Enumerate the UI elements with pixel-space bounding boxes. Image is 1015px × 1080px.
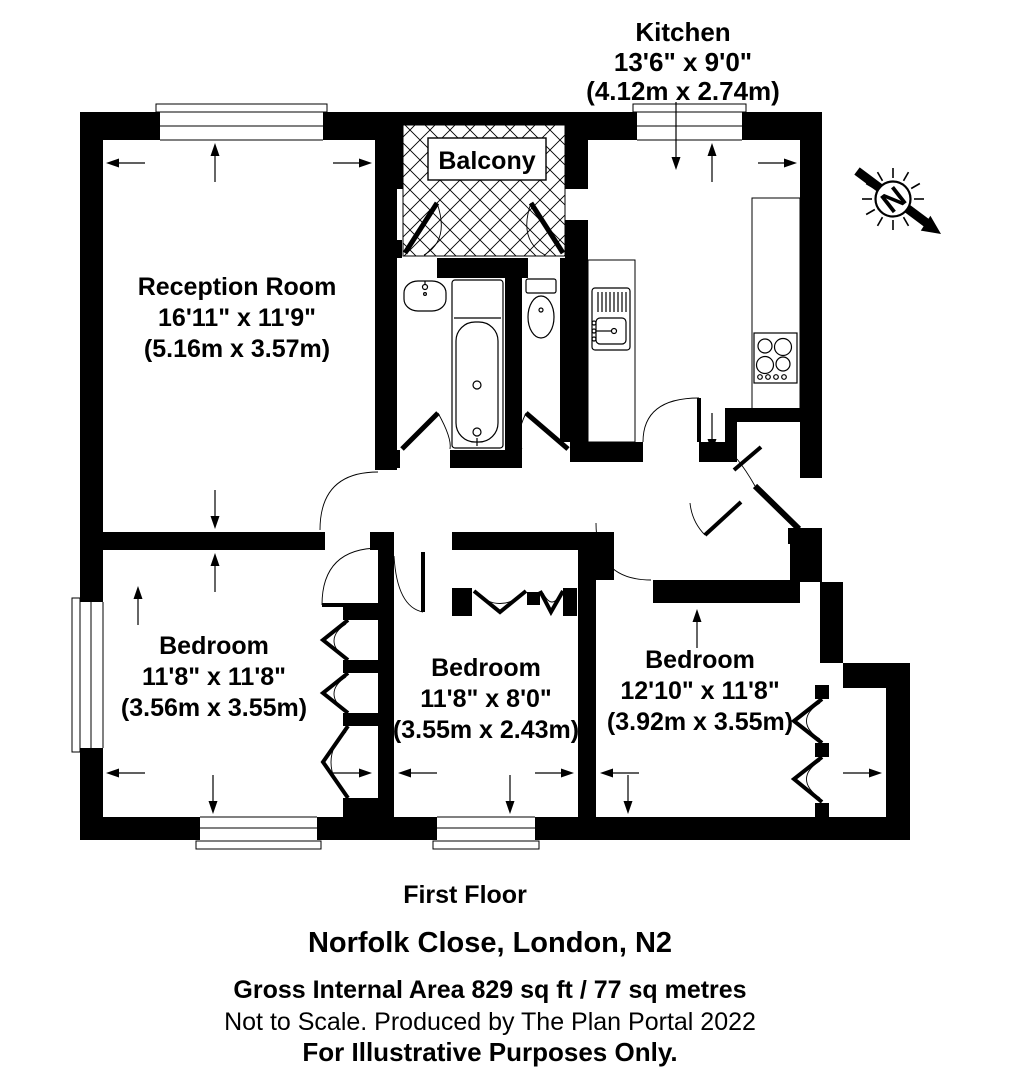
- window-kitchen-top: [632, 103, 747, 141]
- balcony-door-right: [528, 201, 566, 255]
- door-kitchen: [642, 397, 701, 443]
- balcony-label: Balcony: [438, 147, 535, 175]
- kitchen-label: Kitchen 13'6" x 9'0" (4.12m x 2.74m): [586, 17, 780, 106]
- bedroom3-imperial: 12'10" x 11'8": [620, 677, 779, 705]
- door-entrance: [732, 445, 802, 532]
- balcony-label-box: [427, 137, 547, 181]
- bedroom2-name: Bedroom: [431, 654, 541, 682]
- floor-title: First Floor: [403, 881, 527, 909]
- bedroom1-metric: (3.56m x 3.55m): [121, 694, 307, 722]
- dimension-arrows: [106, 102, 882, 814]
- bedroom1-label: Bedroom 11'8" x 11'8" (3.56m x 3.55m): [121, 632, 307, 722]
- bathtub: [451, 279, 504, 449]
- reception-metric: (5.16m x 3.57m): [144, 335, 330, 363]
- door-bathroom: [400, 411, 451, 451]
- bedroom2-label: Bedroom 11'8" x 8'0" (3.55m x 2.43m): [393, 654, 579, 744]
- doors: [319, 397, 802, 613]
- area-text: Gross Internal Area 829 sq ft / 77 sq me…: [233, 976, 746, 1004]
- bathroom-sink: [403, 280, 447, 312]
- fixtures: [403, 197, 801, 449]
- balcony: Balcony: [402, 124, 566, 257]
- room-labels: Kitchen 13'6" x 9'0" (4.12m x 2.74m) Rec…: [121, 17, 793, 744]
- north-arrow-rays: [862, 168, 924, 230]
- window-bedroom1-left: [71, 597, 104, 753]
- wardrobe-bedroom1: [319, 618, 350, 800]
- bedroom2-metric: (3.55m x 2.43m): [393, 716, 579, 744]
- window-bedroom2-bottom: [432, 816, 540, 850]
- bedroom1-name: Bedroom: [159, 632, 269, 660]
- bedroom3-label: Bedroom 12'10" x 11'8" (3.92m x 3.55m): [607, 646, 793, 736]
- produced-text: Not to Scale. Produced by The Plan Porta…: [224, 1008, 756, 1036]
- kitchen-name: Kitchen: [635, 17, 730, 47]
- north-arrow: N: [854, 167, 941, 234]
- bedroom3-metric: (3.92m x 3.55m): [607, 708, 793, 736]
- kitchen-imperial: 13'6" x 9'0": [614, 47, 752, 77]
- reception-label: Reception Room 16'11" x 11'9" (5.16m x 3…: [138, 273, 337, 363]
- walls: [80, 112, 910, 840]
- north-arrow-head: [920, 215, 941, 234]
- balcony-door-left: [402, 201, 440, 255]
- hob: [753, 332, 798, 384]
- toilet: [525, 278, 557, 339]
- address-title: Norfolk Close, London, N2: [308, 927, 672, 959]
- wardrobe-bedroom3: [790, 697, 824, 804]
- wardrobe-bedroom2: [472, 589, 565, 617]
- kitchen-metric: (4.12m x 2.74m): [586, 76, 780, 106]
- door-bedroom1: [321, 547, 388, 607]
- window-bedroom1-bottom: [195, 816, 322, 850]
- bedroom3-name: Bedroom: [645, 646, 755, 674]
- door-wc: [518, 411, 570, 451]
- door-bedroom2: [393, 552, 425, 613]
- kitchen-counter-left: [587, 259, 636, 443]
- reception-name: Reception Room: [138, 273, 337, 301]
- wardrobe-doors: [319, 589, 824, 804]
- window-reception-top: [155, 103, 328, 141]
- reception-imperial: 16'11" x 11'9": [158, 304, 316, 332]
- bedroom1-imperial: 11'8" x 11'8": [142, 663, 286, 691]
- bedroom2-imperial: 11'8" x 8'0": [420, 685, 552, 713]
- footer: First Floor Norfolk Close, London, N2 Gr…: [224, 881, 756, 1067]
- purpose-text: For Illustrative Purposes Only.: [302, 1037, 677, 1067]
- windows: [71, 103, 747, 850]
- door-reception: [319, 471, 379, 531]
- kitchen-counter-right: [751, 197, 801, 411]
- north-arrow-circle: [874, 180, 912, 218]
- door-bedroom3: [595, 500, 743, 581]
